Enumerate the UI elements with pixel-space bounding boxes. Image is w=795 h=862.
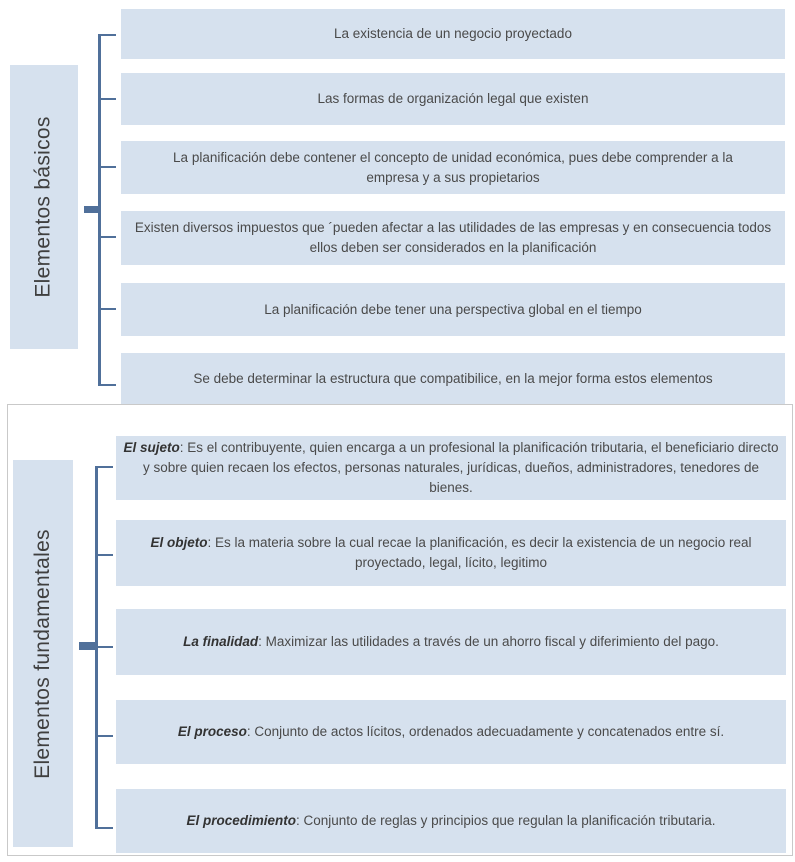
basic-item-box: La planificación debe contener el concep…	[121, 141, 785, 194]
basic-connector-tick	[98, 308, 116, 310]
fundamental-item-description: : Conjunto de actos lícitos, ordenados a…	[246, 724, 725, 739]
fundamental-item-text: La finalidad: Maximizar las utilidades a…	[183, 632, 719, 652]
basic-item-text: Se debe determinar la estructura que com…	[193, 371, 713, 386]
fundamental-item-term: El procedimiento	[186, 813, 297, 828]
basic-connector-tick	[98, 98, 116, 100]
fundamental-connector-tick	[95, 646, 113, 648]
basic-item-box: Las formas de organización legal que exi…	[121, 73, 785, 125]
basic-connector-tick	[98, 34, 116, 36]
fundamental-connector-knot	[79, 642, 97, 650]
basic-connector-knot	[84, 206, 100, 213]
fundamental-section-frame	[7, 404, 793, 856]
fundamental-item-box: El procedimiento: Conjunto de reglas y p…	[116, 789, 786, 853]
fundamental-category-title: Elementos fundamentales	[31, 528, 54, 779]
basic-item-box: Se debe determinar la estructura que com…	[121, 353, 785, 405]
fundamental-item-text: El objeto: Es la materia sobre la cual r…	[131, 533, 771, 573]
fundamental-item-description: : Maximizar las utilidades a través de u…	[258, 634, 719, 649]
fundamental-item-box: El objeto: Es la materia sobre la cual r…	[116, 520, 786, 586]
fundamental-item-term: La finalidad	[183, 634, 259, 649]
basic-item-box: La existencia de un negocio proyectado	[121, 9, 785, 59]
fundamental-connector-tick	[95, 554, 113, 556]
basic-category-title: Elementos básicos	[32, 116, 56, 298]
basic-item-text: Existen diversos impuestos que ´pueden a…	[134, 220, 772, 255]
fundamental-item-term: El sujeto	[123, 440, 180, 455]
basic-connector-tick	[98, 236, 116, 238]
fundamental-category-box: Elementos fundamentales	[13, 460, 73, 847]
basic-item-box: Existen diversos impuestos que ´pueden a…	[121, 211, 785, 265]
fundamental-connector-tick	[95, 466, 113, 468]
fundamental-item-box: El proceso: Conjunto de actos lícitos, o…	[116, 700, 786, 764]
fundamental-connector-tick	[95, 827, 113, 829]
basic-connector-tick	[98, 166, 116, 168]
fundamental-item-description: : Es el contribuyente, quien encarga a u…	[142, 440, 779, 495]
fundamental-item-term: El proceso	[177, 724, 247, 739]
fundamental-connector-tick	[95, 735, 113, 737]
basic-item-text: Las formas de organización legal que exi…	[317, 91, 589, 106]
fundamental-item-term: El objeto	[150, 535, 208, 550]
fundamental-item-description: : Conjunto de reglas y principios que re…	[296, 813, 716, 828]
fundamental-item-box: La finalidad: Maximizar las utilidades a…	[116, 609, 786, 675]
fundamental-item-description: : Es la materia sobre la cual recae la p…	[207, 535, 752, 570]
basic-connector-tick	[98, 384, 116, 386]
basic-item-text: La planificación debe contener el concep…	[173, 149, 733, 185]
fundamental-item-text: El proceso: Conjunto de actos lícitos, o…	[178, 722, 724, 742]
fundamental-item-text: El procedimiento: Conjunto de reglas y p…	[186, 811, 715, 831]
fundamental-item-text: El sujeto: Es el contribuyente, quien en…	[122, 438, 780, 498]
basic-item-text: La existencia de un negocio proyectado	[334, 26, 572, 41]
basic-item-text: La planificación debe tener una perspect…	[264, 301, 642, 317]
basic-item-box: La planificación debe tener una perspect…	[121, 283, 785, 336]
basic-category-box: Elementos básicos	[10, 65, 78, 349]
fundamental-item-box: El sujeto: Es el contribuyente, quien en…	[116, 436, 786, 500]
